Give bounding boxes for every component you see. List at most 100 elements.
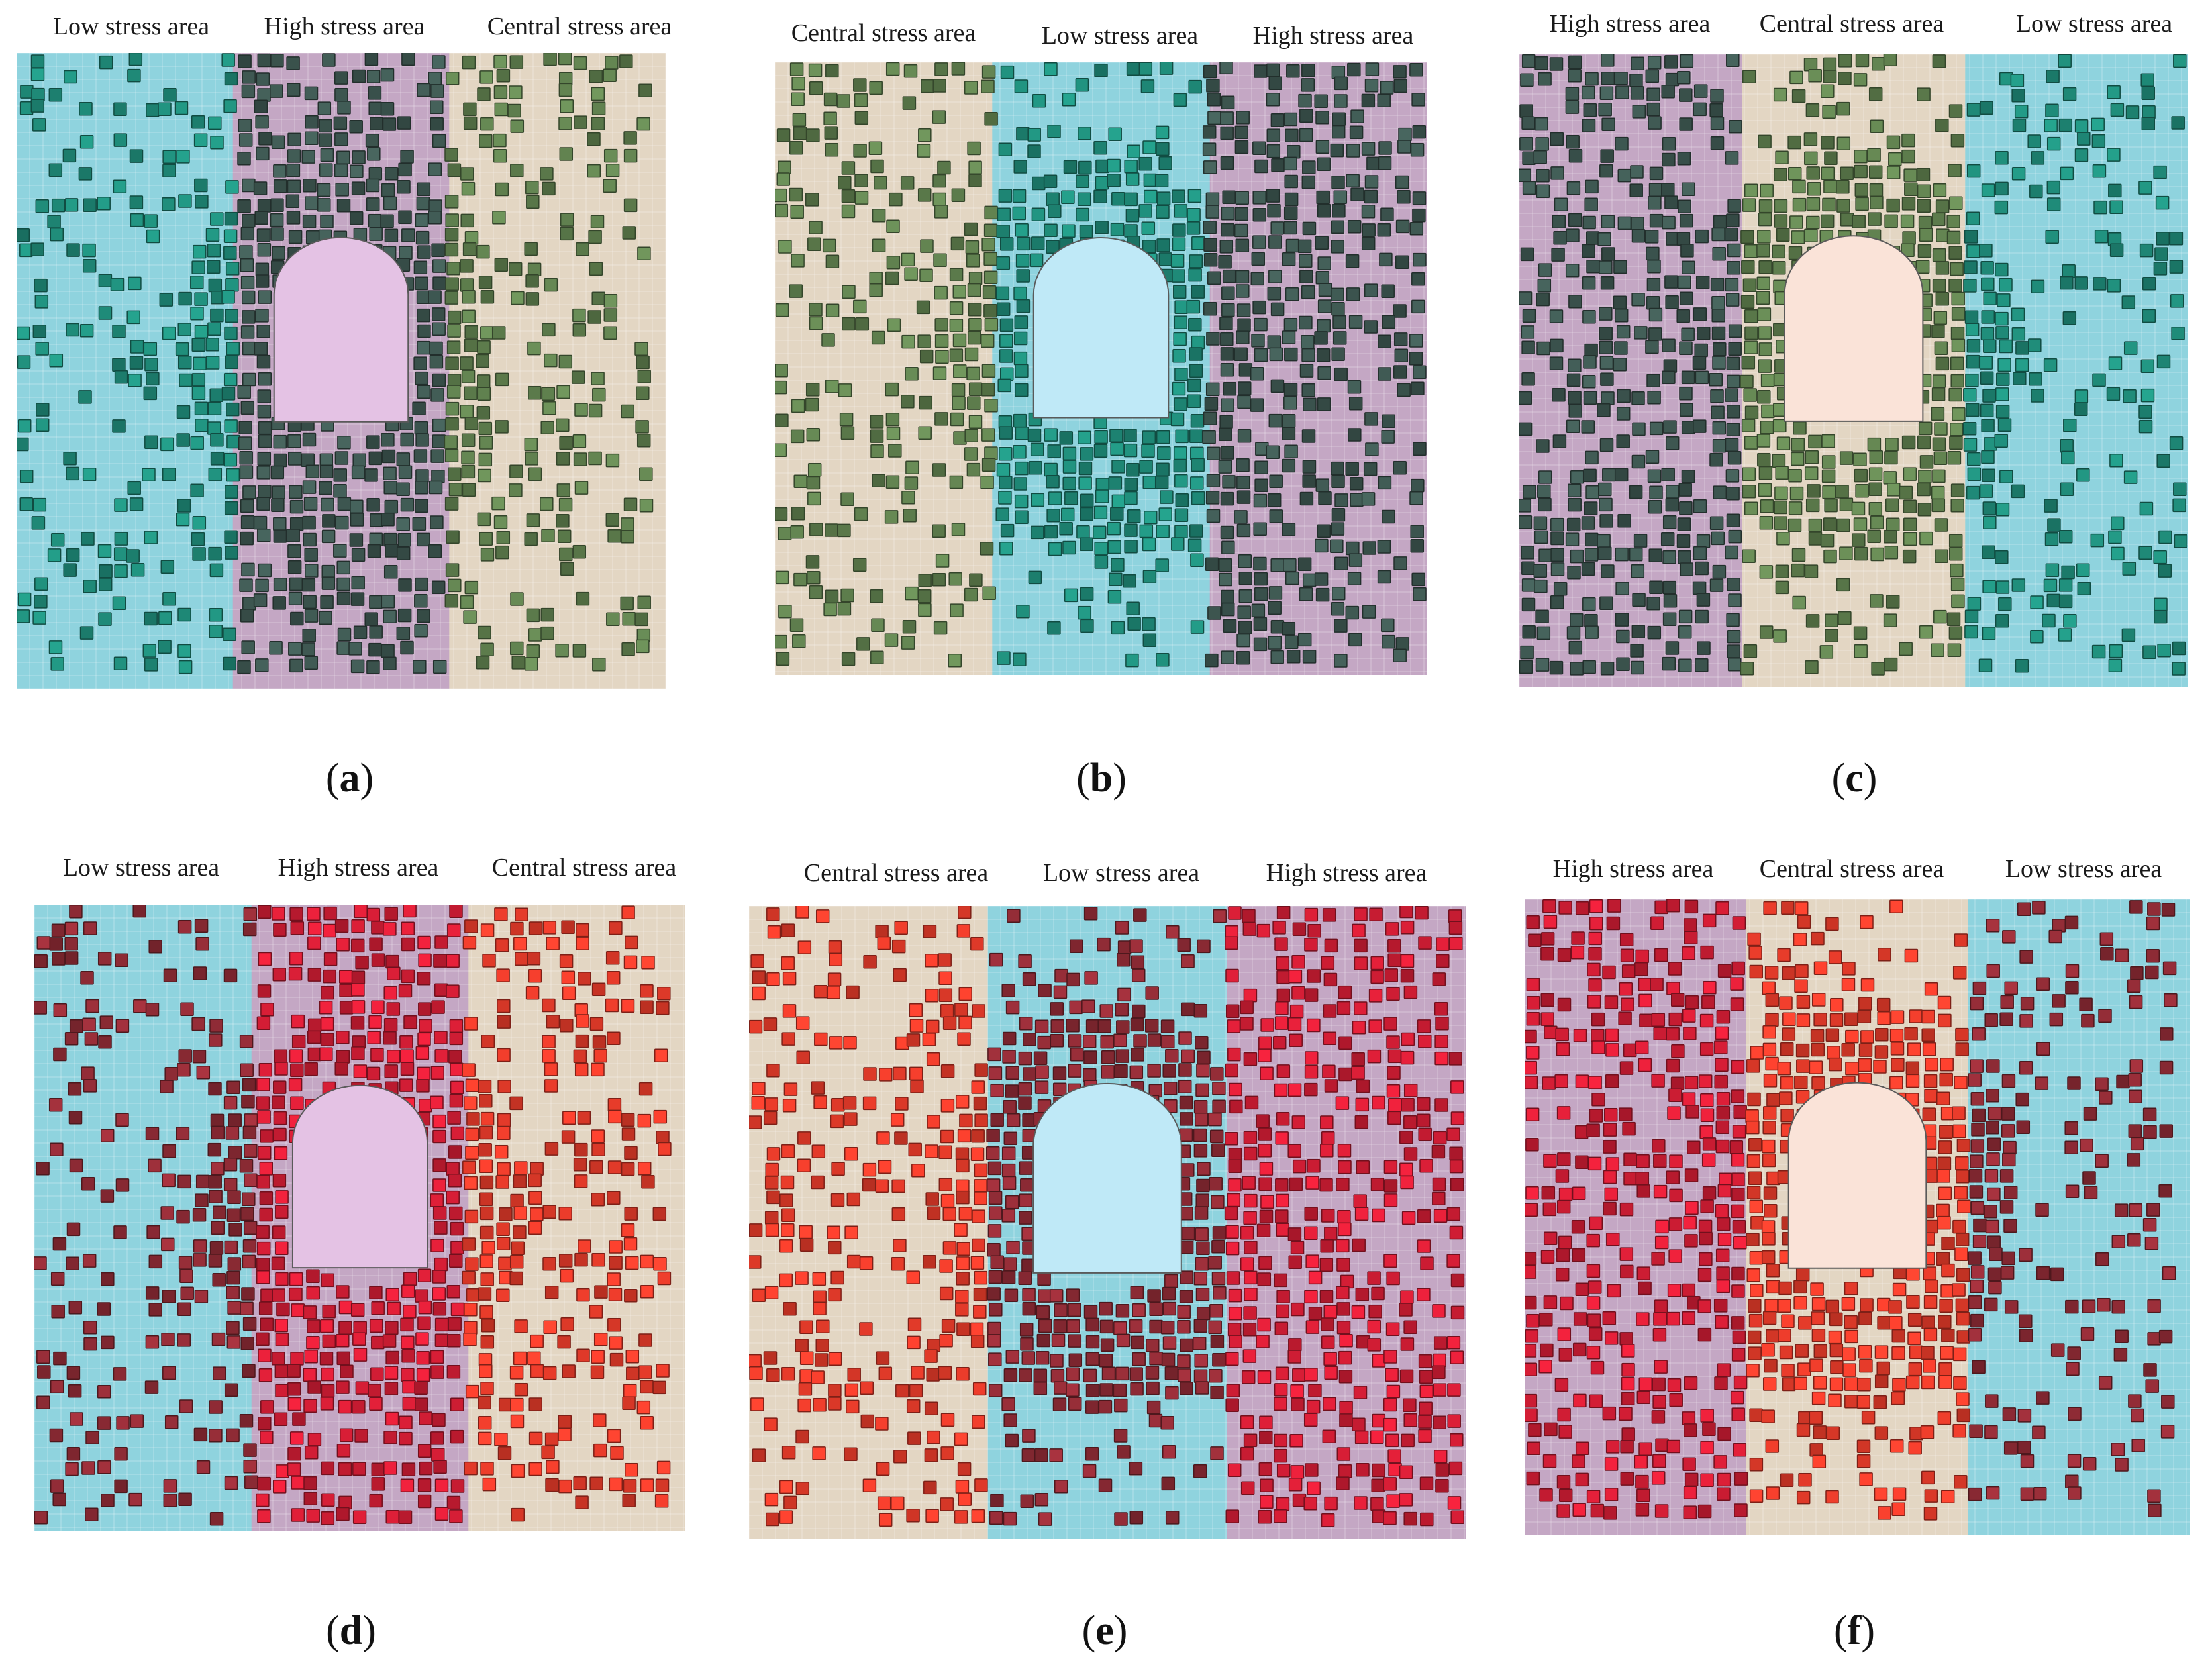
rock-block	[1260, 1066, 1274, 1081]
rock-block	[1019, 1193, 1033, 1207]
rock-block	[1568, 404, 1582, 418]
rock-block	[1284, 174, 1298, 189]
rock-block	[2098, 1009, 2112, 1023]
rock-block	[1601, 215, 1615, 228]
rock-block	[179, 1399, 193, 1413]
rock-block	[1684, 1168, 1699, 1182]
rock-block	[1668, 1217, 1683, 1231]
rock-block	[876, 1351, 890, 1365]
rock-block	[2028, 338, 2042, 352]
rock-block	[1324, 1496, 1338, 1511]
rock-block	[783, 1082, 798, 1096]
rock-block	[1632, 422, 1646, 436]
rock-block	[510, 119, 525, 133]
rock-block	[1764, 966, 1779, 980]
rock-block	[52, 1237, 67, 1251]
rock-block	[905, 460, 919, 474]
rock-block	[291, 1014, 305, 1029]
rock-block	[1301, 78, 1315, 92]
rock-block	[1936, 1169, 1950, 1183]
rock-block	[2064, 915, 2079, 930]
rock-block	[100, 1189, 115, 1203]
rock-block	[1117, 940, 1132, 954]
rock-block	[2065, 981, 2079, 995]
rock-block	[213, 1366, 226, 1380]
rock-block	[540, 497, 554, 511]
rock-block	[1983, 339, 1997, 354]
rock-block	[1051, 1333, 1066, 1348]
rock-block	[194, 325, 209, 338]
rock-block	[591, 982, 606, 997]
rock-block	[986, 1129, 1000, 1142]
rock-block	[1220, 156, 1234, 170]
rock-block	[146, 103, 160, 117]
rock-block	[334, 451, 349, 465]
rock-block	[1709, 578, 1724, 592]
rock-block	[1623, 1043, 1637, 1058]
rock-block	[606, 612, 620, 626]
rock-block	[242, 1078, 256, 1092]
rock-block	[1825, 629, 1838, 643]
rock-block	[351, 970, 366, 984]
rock-block	[652, 1207, 667, 1221]
rock-block	[1793, 1376, 1807, 1391]
rock-block	[176, 512, 190, 527]
rock-block	[1791, 452, 1805, 466]
rock-block	[1048, 542, 1062, 556]
rock-block	[464, 1176, 478, 1190]
rock-block	[256, 228, 271, 242]
rock-block	[258, 421, 272, 435]
rock-block	[1599, 497, 1613, 512]
rock-block	[1141, 221, 1156, 235]
failure-map-e	[749, 906, 1466, 1539]
rock-block	[939, 1259, 953, 1273]
rock-block	[1323, 1305, 1337, 1319]
rock-block	[1362, 541, 1376, 555]
rock-block	[1173, 458, 1187, 473]
rock-block	[511, 656, 525, 670]
rock-block	[970, 1334, 985, 1348]
rock-block	[940, 1193, 955, 1208]
rock-block	[1728, 593, 1742, 607]
rock-block	[917, 144, 931, 158]
rock-block	[781, 1208, 795, 1223]
rock-block	[1449, 1159, 1464, 1174]
rock-block	[640, 1380, 654, 1394]
rock-block	[1653, 1154, 1667, 1168]
rock-block	[1005, 1350, 1020, 1364]
rock-block	[464, 1303, 478, 1317]
rock-block	[113, 547, 128, 561]
rock-block	[1521, 597, 1536, 612]
rock-block	[36, 1161, 50, 1176]
rock-block	[1433, 1383, 1447, 1397]
rock-block	[1433, 1450, 1448, 1464]
zone-label-1: Central stress area	[791, 19, 976, 47]
rock-block	[1274, 1433, 1288, 1448]
rock-block	[1766, 1280, 1780, 1294]
rock-block	[464, 580, 479, 595]
rock-block	[1339, 1401, 1353, 1415]
zone-label-2: High stress area	[264, 13, 425, 40]
rock-block	[830, 1098, 845, 1112]
rock-block	[79, 626, 94, 640]
rock-block	[1742, 198, 1756, 212]
rock-block	[1372, 1463, 1385, 1478]
rock-block	[176, 150, 190, 164]
rock-block	[1552, 215, 1566, 229]
rock-block	[2004, 981, 2018, 995]
rock-block	[1715, 1058, 1729, 1072]
rock-block	[1331, 587, 1346, 601]
rock-block	[541, 529, 555, 543]
rock-block	[1190, 446, 1204, 460]
rock-block	[1693, 102, 1707, 117]
rock-block	[1839, 497, 1854, 512]
rock-block	[2107, 85, 2121, 99]
rock-block	[749, 1366, 763, 1380]
rock-block	[1050, 1019, 1064, 1033]
rock-block	[272, 1225, 286, 1239]
rock-block	[1317, 524, 1331, 538]
rock-block	[1180, 1112, 1193, 1126]
rock-block	[1955, 1298, 1970, 1313]
rock-block	[1629, 73, 1643, 87]
rock-block	[36, 1350, 50, 1364]
